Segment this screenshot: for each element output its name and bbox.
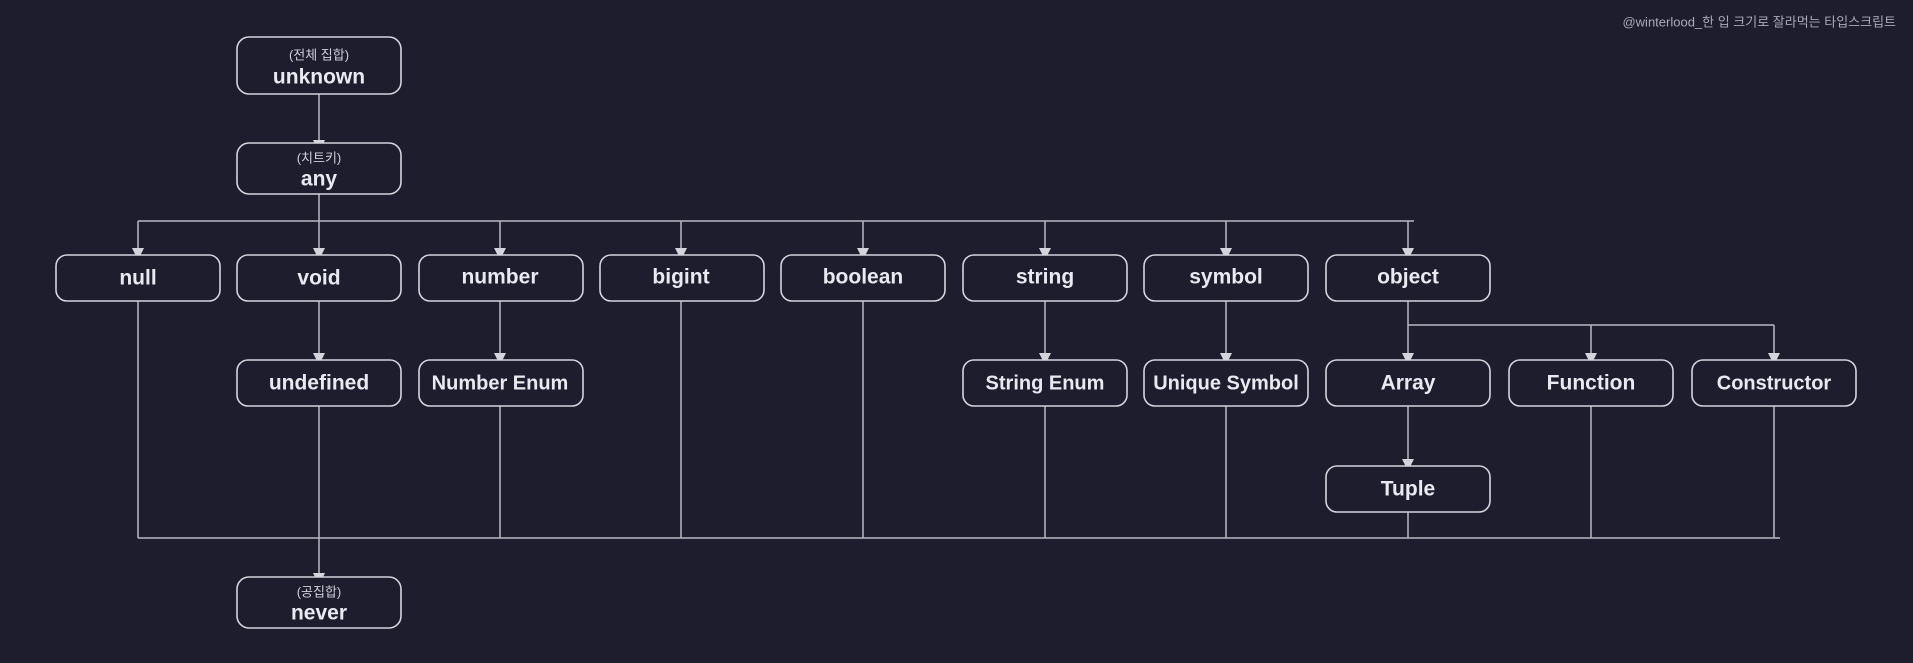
node-never-box[interactable] [236, 576, 402, 629]
node-null-label: null [119, 267, 156, 290]
node-string-enum-label: String Enum [986, 372, 1105, 394]
node-bigint-box[interactable] [599, 254, 765, 302]
node-layer: (전체 집합) unknown (치트키) any null void numb… [55, 36, 1857, 629]
node-object-box[interactable] [1325, 254, 1491, 302]
node-never-sublabel: (공집합) [297, 584, 342, 599]
node-array[interactable]: Array [1325, 359, 1491, 407]
arrowhead-number-enum [494, 353, 506, 365]
node-never-label: never [291, 602, 347, 625]
node-any-box[interactable] [236, 142, 402, 195]
arrowhead-null [132, 248, 144, 260]
node-number-enum-label: Number Enum [432, 372, 569, 394]
arrowhead-tuple [1402, 459, 1414, 471]
node-boolean-box[interactable] [780, 254, 946, 302]
node-string-box[interactable] [962, 254, 1128, 302]
node-constructor-label: Constructor [1717, 372, 1832, 394]
node-number-enum-box[interactable] [418, 359, 584, 407]
arrowhead-bigint [675, 248, 687, 260]
node-bigint-label: bigint [652, 266, 709, 289]
node-boolean-label: boolean [823, 266, 904, 289]
arrowhead-string [1039, 248, 1051, 260]
node-string-label: string [1016, 266, 1074, 289]
node-unique-symbol[interactable]: Unique Symbol [1143, 359, 1309, 407]
node-string-enum-box[interactable] [962, 359, 1128, 407]
arrowhead-function [1585, 353, 1597, 365]
node-tuple-box[interactable] [1325, 465, 1491, 513]
arrowhead-constructor [1768, 353, 1780, 365]
node-unknown-box[interactable] [236, 36, 402, 95]
node-array-label: Array [1381, 372, 1436, 395]
node-number-label: number [461, 266, 538, 289]
node-null-box[interactable] [55, 254, 221, 302]
arrowhead-undefined [313, 353, 325, 365]
node-any-sublabel: (치트키) [297, 150, 342, 165]
node-string[interactable]: string [962, 254, 1128, 302]
node-unique-symbol-box[interactable] [1143, 359, 1309, 407]
node-function-label: Function [1547, 372, 1636, 395]
arrowhead-boolean [857, 248, 869, 260]
node-number[interactable]: number [418, 254, 584, 302]
node-undefined-box[interactable] [236, 359, 402, 407]
arrowhead-void [313, 248, 325, 260]
node-undefined-label: undefined [269, 372, 369, 395]
connector-layer [132, 94, 1780, 585]
node-symbol-box[interactable] [1143, 254, 1309, 302]
node-array-box[interactable] [1325, 359, 1491, 407]
watermark-credit: @winterlood_한 입 크기로 잘라먹는 타입스크립트 [1622, 14, 1896, 29]
node-function[interactable]: Function [1508, 359, 1674, 407]
node-void-box[interactable] [236, 254, 402, 302]
node-unique-symbol-label: Unique Symbol [1153, 372, 1299, 394]
arrowhead-number [494, 248, 506, 260]
arrowhead-array [1402, 353, 1414, 365]
node-constructor[interactable]: Constructor [1691, 359, 1857, 407]
node-undefined[interactable]: undefined [236, 359, 402, 407]
node-unknown-sublabel: (전체 집합) [289, 47, 349, 62]
node-boolean[interactable]: boolean [780, 254, 946, 302]
node-void-label: void [297, 267, 340, 290]
node-tuple-label: Tuple [1381, 478, 1435, 501]
node-bigint[interactable]: bigint [599, 254, 765, 302]
node-string-enum[interactable]: String Enum [962, 359, 1128, 407]
arrowhead-unique-symbol [1220, 353, 1232, 365]
node-any-label: any [301, 168, 338, 191]
node-unknown-label: unknown [273, 66, 365, 89]
node-never[interactable]: (공집합) never [236, 576, 402, 629]
node-tuple[interactable]: Tuple [1325, 465, 1491, 513]
node-object[interactable]: object [1325, 254, 1491, 302]
arrowhead-object [1402, 248, 1414, 260]
node-function-box[interactable] [1508, 359, 1674, 407]
arrowhead-symbol [1220, 248, 1232, 260]
node-unknown[interactable]: (전체 집합) unknown [236, 36, 402, 95]
arrowhead-string-enum [1039, 353, 1051, 365]
node-symbol[interactable]: symbol [1143, 254, 1309, 302]
node-null[interactable]: null [55, 254, 221, 302]
node-number-box[interactable] [418, 254, 584, 302]
node-symbol-label: symbol [1189, 266, 1263, 289]
node-void[interactable]: void [236, 254, 402, 302]
node-object-label: object [1377, 266, 1439, 289]
node-any[interactable]: (치트키) any [236, 142, 402, 195]
node-constructor-box[interactable] [1691, 359, 1857, 407]
node-number-enum[interactable]: Number Enum [418, 359, 584, 407]
